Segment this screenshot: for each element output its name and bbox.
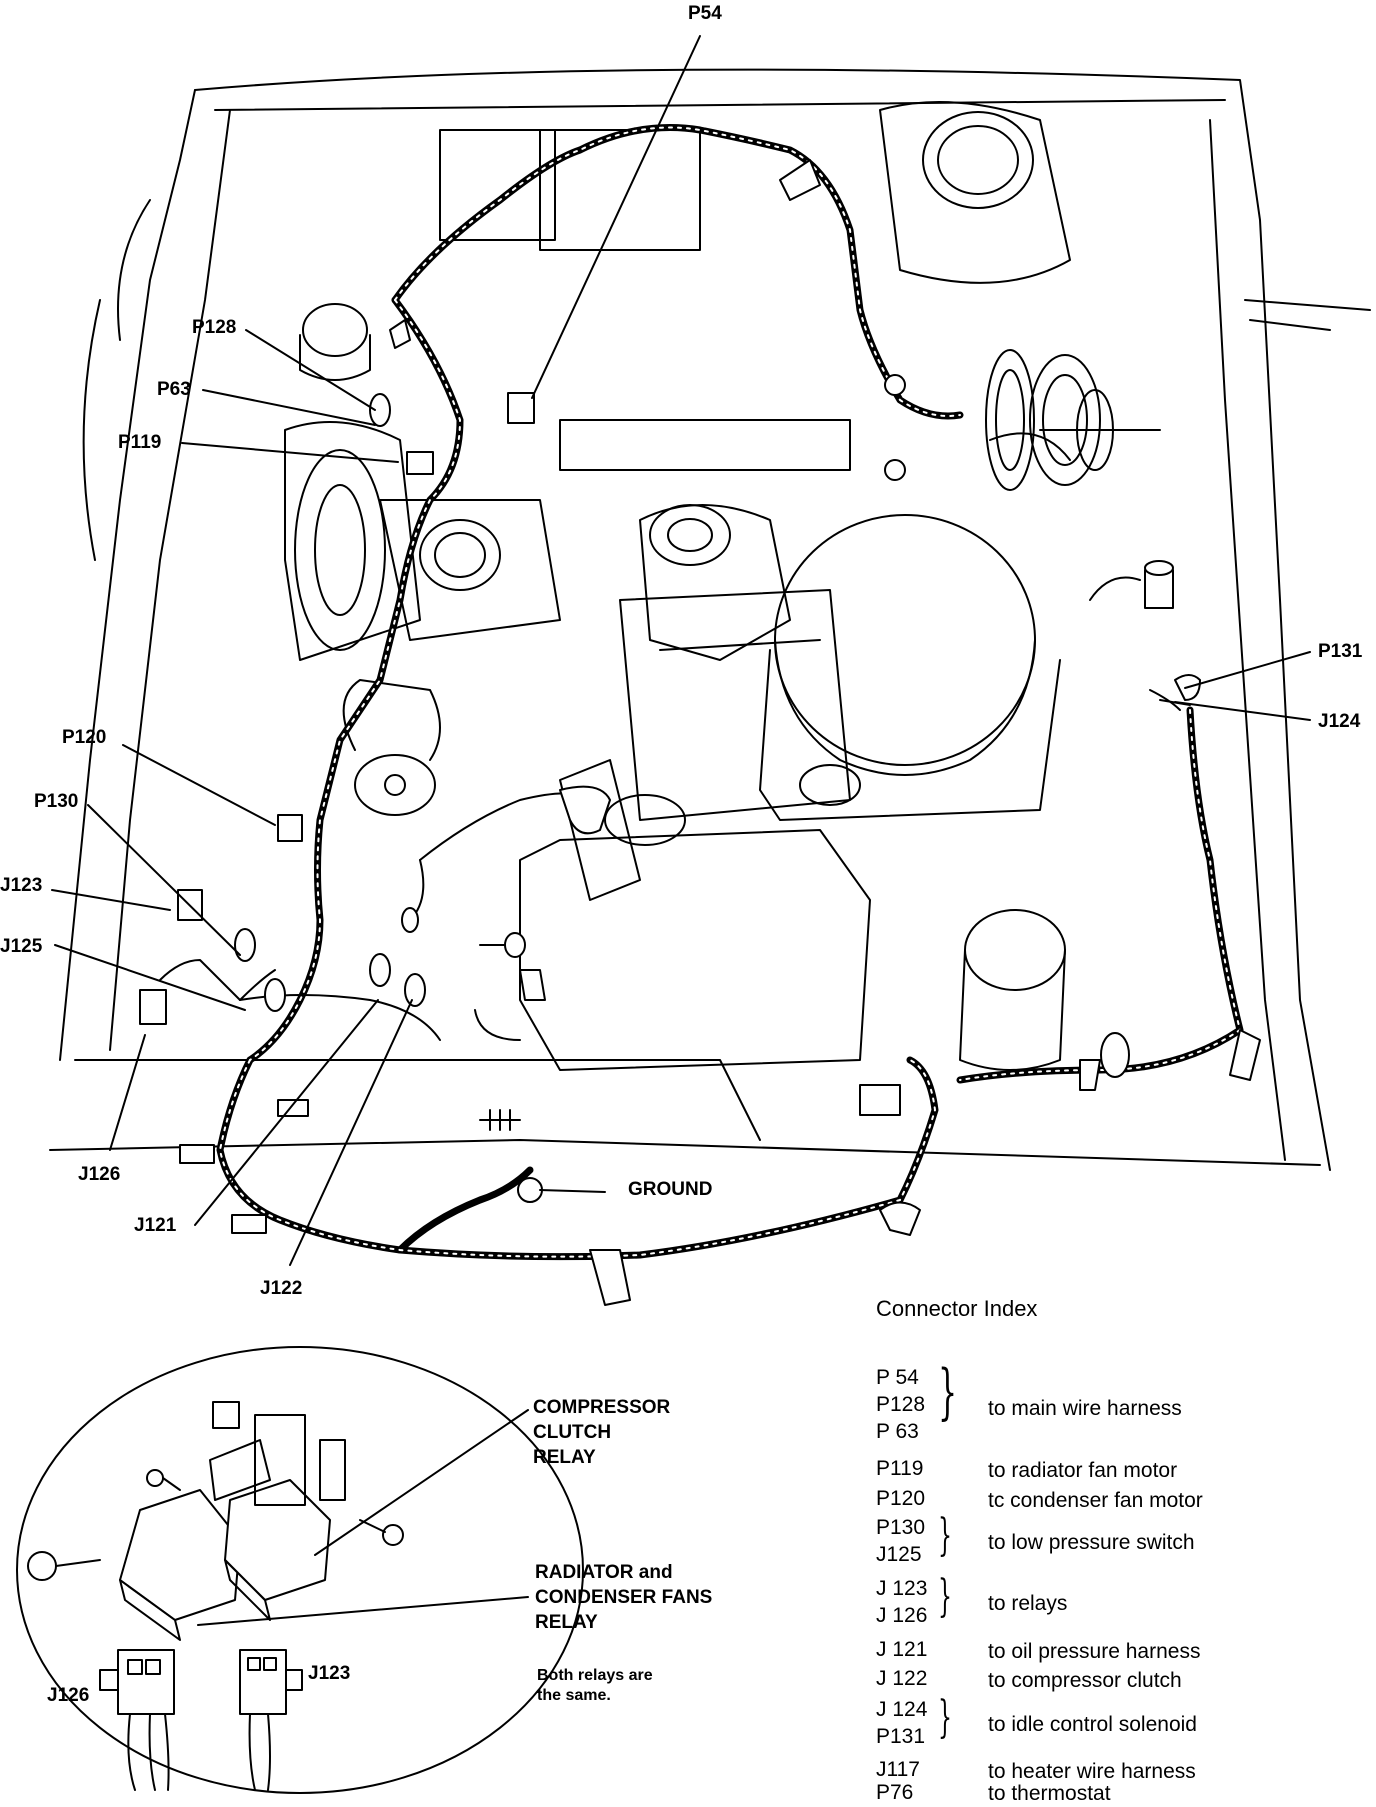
index-code: J 123 [876,1577,928,1600]
index-code: J 122 [876,1667,928,1690]
j125-label: J125 [0,936,43,957]
compressor-clutch-relay-label: COMPRESSOR CLUTCH RELAY [533,1397,671,1468]
index-code: P128 [876,1393,926,1416]
engine-bay-outline [49,68,1371,1171]
index-desc: to thermostat [988,1782,1111,1805]
p54-label: P54 [688,3,722,24]
index-bracket: } [938,1510,952,1561]
engine-block [284,101,1071,1071]
index-code: J 121 [876,1638,928,1661]
screws [474,932,526,1131]
relays-note: Both relays are the same. [537,1667,653,1704]
index-code: J125 [876,1543,922,1566]
index-code: P130 [876,1516,926,1539]
p119-label: P119 [118,432,162,453]
index-desc: to oil pressure harness [988,1640,1201,1663]
fans-relay-label: RADIATOR and CONDENSER FANS RELAY [535,1562,713,1633]
index-code: P120 [876,1487,926,1510]
index-bracket: } [938,1692,952,1743]
index-code: P76 [876,1781,914,1804]
j122-label: J122 [260,1278,303,1299]
index-desc: to idle control solenoid [988,1713,1197,1736]
index-desc: to heater wire harness [988,1760,1196,1783]
p120-label: P120 [62,727,107,748]
connector-index-title: Connector Index [876,1296,1038,1321]
index-code: J 124 [876,1698,928,1721]
inset-j126-label: J126 [47,1685,90,1706]
index-code: P131 [876,1725,926,1748]
index-desc: to radiator fan motor [988,1459,1178,1482]
j126-label: J126 [78,1164,121,1185]
p128-label: P128 [192,317,237,338]
leader-lines [51,35,1311,1266]
index-code: J117 [876,1758,920,1781]
inset-leader-lines [197,1409,529,1626]
p131-label: P131 [1318,641,1363,662]
index-desc: to low pressure switch [988,1531,1195,1554]
fan-assembly [985,349,1161,491]
index-desc: to compressor clutch [988,1669,1182,1692]
index-desc: tc condenser fan motor [988,1489,1203,1512]
p63-label: P63 [157,379,191,400]
index-code: P 63 [876,1420,919,1443]
index-desc: to relays [988,1592,1068,1615]
index-desc: to main wire harness [988,1397,1182,1420]
j121-label: J121 [134,1215,177,1236]
j124-label: J124 [1318,711,1361,732]
inset-j123-label: J123 [308,1663,351,1684]
index-bracket: } [938,1571,952,1622]
index-code: P 54 [876,1366,919,1389]
connectors [139,159,1261,1306]
index-code: P119 [876,1457,924,1480]
p130-label: P130 [34,791,79,812]
index-bracket: } [938,1357,958,1427]
index-code: J 126 [876,1604,928,1627]
relay-inset [16,1346,584,1794]
j123-label: J123 [0,875,43,896]
ground-label: GROUND [628,1179,713,1200]
